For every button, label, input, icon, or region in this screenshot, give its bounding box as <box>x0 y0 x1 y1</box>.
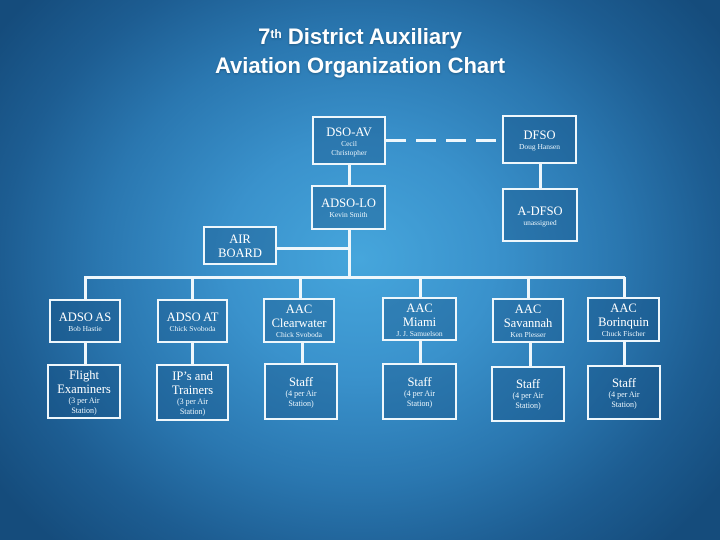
node-adso-lo: ADSO-LO Kevin Smith <box>311 185 386 230</box>
node-role: DSO-AV <box>326 124 372 139</box>
node-person: Kevin Smith <box>329 210 368 219</box>
node-staff-savannah: Staff (4 per Air Station) <box>491 366 565 422</box>
node-person: Chick Svoboda <box>169 323 216 333</box>
node-aac-savannah: AAC Savannah Ken Plesser <box>492 298 564 343</box>
node-role: ADSO AS <box>58 309 112 324</box>
node-note: (4 per Air Station) <box>403 388 436 408</box>
node-dfso: DFSO Doug Hansen <box>502 115 577 164</box>
drop-aac-borinquin <box>623 277 626 299</box>
drop-adso-at <box>191 277 194 301</box>
node-staff-clearwater: Staff (4 per Air Station) <box>264 363 338 420</box>
node-dso-av: DSO-AV Cecil Christopher <box>312 116 386 165</box>
drop-staff-clearwater <box>301 342 304 365</box>
drop-staff-borinquin <box>623 341 626 367</box>
drop-aac-miami <box>419 277 422 299</box>
drop-aac-clearwater <box>299 277 302 300</box>
node-role: Staff <box>407 374 432 389</box>
node-adso-as: ADSO AS Bob Hastie <box>49 299 121 343</box>
node-person: Ken Plesser <box>510 330 546 339</box>
node-adso-at: ADSO AT Chick Svoboda <box>157 299 228 343</box>
node-role: AAC Miami <box>402 300 437 329</box>
node-role: DFSO <box>523 128 556 142</box>
node-air-board: AIR BOARD <box>203 226 277 265</box>
node-role: Staff <box>611 375 637 390</box>
node-aac-borinquin: AAC Borinquin Chuck Fischer <box>587 297 660 342</box>
node-person: unassigned <box>523 217 557 227</box>
node-aac-miami: AAC Miami J. J. Samuelson <box>382 297 457 341</box>
node-role: IP’s and Trainers <box>171 368 214 397</box>
drop-staff-miami <box>419 340 422 365</box>
connector-dfso-a-dfso <box>539 163 542 190</box>
node-note: (4 per Air Station) <box>512 391 544 410</box>
node-person: Chuck Fischer <box>601 329 646 338</box>
node-flight-examiners: Flight Examiners (3 per Air Station) <box>47 364 121 419</box>
node-role: ADSO AT <box>166 309 219 324</box>
node-ips-trainers: IP’s and Trainers (3 per Air Station) <box>156 364 229 421</box>
node-staff-borinquin: Staff (4 per Air Station) <box>587 365 661 420</box>
node-role: AAC Clearwater <box>271 302 327 330</box>
node-note: (4 per Air Station) <box>285 388 317 408</box>
drop-staff-savannah <box>529 342 532 368</box>
node-a-dfso: A-DFSO unassigned <box>502 188 578 242</box>
node-role: AIR BOARD <box>218 231 262 260</box>
title-line-2: Aviation Organization Chart <box>214 53 506 78</box>
chart-title: 7th District Auxiliary Aviation Organiza… <box>0 22 720 80</box>
node-role: Staff <box>515 377 541 391</box>
drop-adso-as <box>84 277 87 301</box>
title-line-1: 7th District Auxiliary <box>258 24 462 49</box>
node-role: AAC Borinquin <box>598 301 649 329</box>
node-role: ADSO-LO <box>321 196 376 210</box>
node-person: Doug Hansen <box>518 142 561 151</box>
node-person: Bob Hastie <box>68 323 102 333</box>
drop-ips-trainers <box>191 342 194 366</box>
connector-dso-adso-lo <box>348 164 351 187</box>
horizontal-bus <box>84 276 625 279</box>
drop-aac-savannah <box>527 277 530 300</box>
node-person: J. J. Samuelson <box>396 328 443 338</box>
node-role: Staff <box>288 374 314 389</box>
connector-air-board <box>276 247 349 250</box>
node-person: Cecil Christopher <box>331 138 367 157</box>
node-person: Chick Svoboda <box>275 330 323 339</box>
node-aac-clearwater: AAC Clearwater Chick Svoboda <box>263 298 335 343</box>
node-role: AAC Savannah <box>503 302 553 330</box>
drop-flight-examiners <box>84 342 87 366</box>
node-note: (4 per Air Station) <box>608 389 640 409</box>
connector-adso-lo-bus <box>348 229 351 278</box>
node-role: Flight Examiners <box>57 367 111 396</box>
node-staff-miami: Staff (4 per Air Station) <box>382 363 457 420</box>
node-note: (3 per Air Station) <box>176 396 209 416</box>
dashed-connector-dso-dfso <box>386 139 503 142</box>
node-role: A-DFSO <box>517 203 563 218</box>
node-note: (3 per Air Station) <box>68 395 100 415</box>
